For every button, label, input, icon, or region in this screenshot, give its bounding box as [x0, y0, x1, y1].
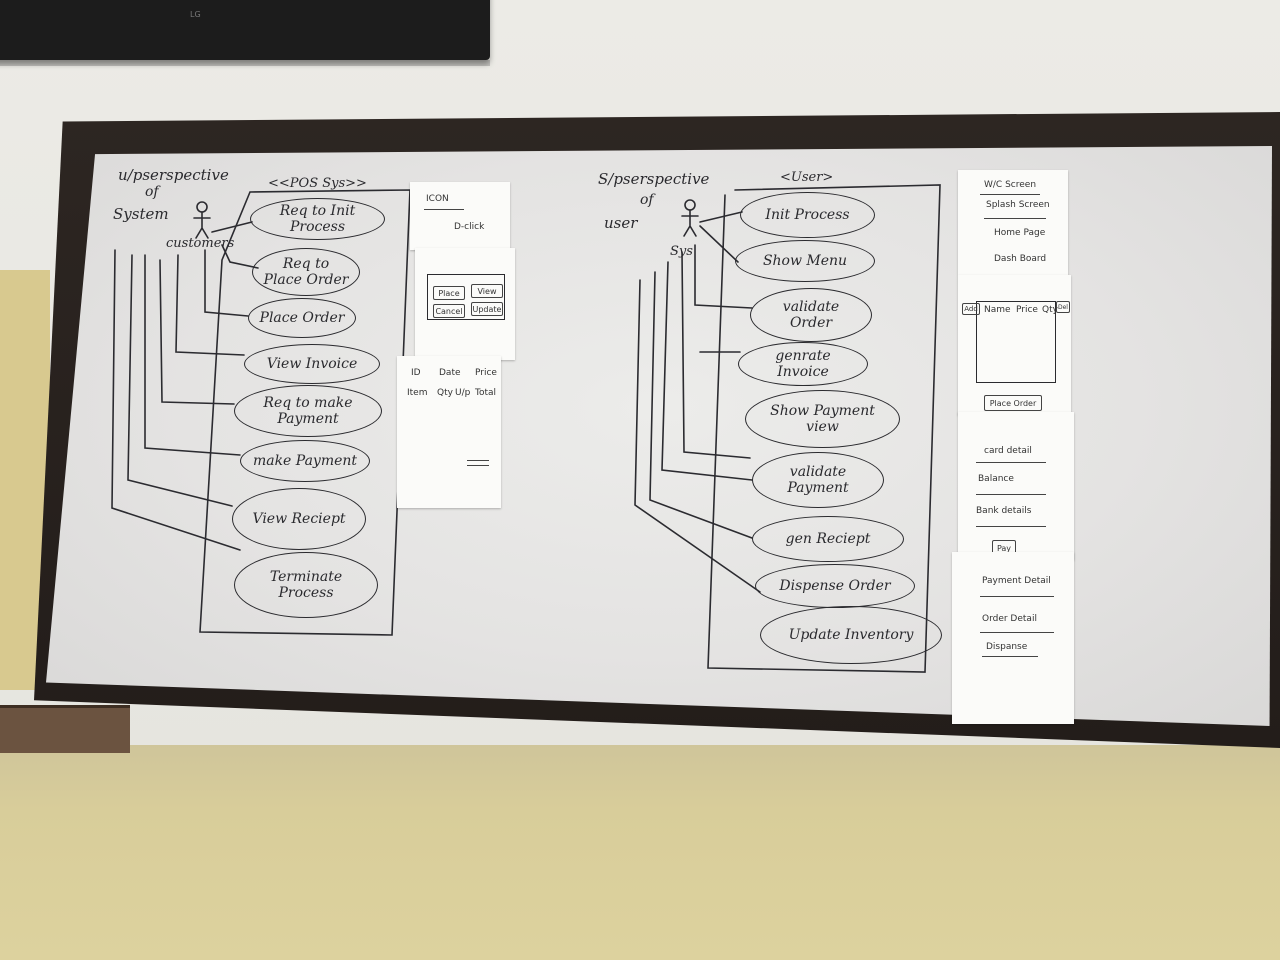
paper-text: D-click	[454, 222, 485, 232]
table-cell: Item	[407, 388, 428, 398]
paper-text: Home Page	[994, 228, 1046, 238]
use-case-init-process: Init Process	[740, 192, 875, 238]
paper-underline	[424, 209, 464, 210]
paper-underline	[976, 526, 1046, 527]
right-perspective-line-3: user	[604, 214, 638, 232]
table-header: ID	[411, 368, 421, 378]
right-perspective-line-1: S/pserspective	[598, 170, 710, 188]
mockup-panel	[427, 274, 505, 320]
paper-underline	[976, 462, 1046, 463]
use-case-genrate-invoice: genrate Invoice	[738, 342, 868, 386]
paper-payment-form: card detail Balance Bank details Pay	[958, 412, 1074, 560]
left-perspective-line-2: of	[145, 184, 159, 200]
right-perspective-line-2: of	[640, 192, 654, 208]
paper-text: Balance	[978, 474, 1014, 484]
use-case-validate-payment: validate Payment	[752, 452, 884, 508]
paper-text: Dash Board	[994, 254, 1047, 264]
paper-underline	[984, 218, 1046, 219]
use-case-req-place-order: Req to Place Order	[252, 248, 360, 296]
use-case-show-menu: Show Menu	[735, 240, 875, 282]
mockup-place-order-button: Place Order	[984, 395, 1042, 411]
shelf	[0, 705, 130, 753]
paper-underline	[976, 494, 1046, 495]
mockup-add-button: Add	[962, 303, 980, 315]
left-actor-label: customers	[166, 236, 235, 251]
paper-mark	[467, 460, 489, 461]
paper-invoice-table: ID Date Price Item Qty U/p Total	[397, 356, 501, 508]
paper-underline	[980, 194, 1040, 195]
paper-underline	[980, 596, 1054, 597]
table-header: Date	[439, 368, 461, 378]
left-perspective-line-3: System	[113, 205, 169, 223]
tv-logo: LG	[190, 10, 201, 19]
wall-lower	[0, 745, 1280, 960]
table-header: Qty	[1042, 305, 1058, 315]
right-system-title: <User>	[780, 170, 834, 185]
left-system-title: <<POS Sys>>	[268, 176, 367, 191]
paper-order-summary: Payment Detail Order Detail Dispanse	[952, 552, 1074, 724]
use-case-req-make-payment: Req to make Payment	[234, 385, 382, 437]
paper-text: Payment Detail	[982, 576, 1051, 586]
use-case-update-inventory: Update Inventory	[760, 606, 942, 664]
use-case-view-invoice: View Invoice	[244, 344, 380, 384]
paper-mockup-buttons: Place View Cancel Update	[415, 248, 515, 360]
mockup-place-button: Place	[433, 286, 465, 300]
paper-text: card detail	[984, 446, 1032, 456]
left-perspective-line-1: u/pserspective	[118, 166, 229, 184]
paper-text: ICON	[426, 194, 449, 204]
table-cell: U/p	[455, 388, 471, 398]
paper-text: Bank details	[976, 506, 1032, 516]
use-case-terminate-process: Terminate Process	[234, 552, 378, 618]
mockup-table	[976, 301, 1056, 383]
right-actor-label: Sys	[670, 244, 693, 259]
paper-note-icon: ICON D-click	[410, 182, 510, 250]
use-case-validate-order: validate Order	[750, 288, 872, 342]
paper-underline	[980, 632, 1054, 633]
mockup-cancel-button: Cancel	[433, 304, 465, 318]
television: LG	[0, 0, 490, 60]
table-header: Price	[1016, 305, 1038, 315]
table-header: Name	[984, 305, 1011, 315]
paper-text: Dispanse	[986, 642, 1028, 652]
mockup-view-button: View	[471, 284, 503, 298]
whiteboard	[46, 146, 1272, 726]
paper-underline	[982, 656, 1038, 657]
use-case-req-init-process: Req to Init Process	[250, 198, 385, 240]
tv-shadow	[0, 60, 490, 66]
paper-mark	[467, 465, 489, 466]
table-cell: Total	[475, 388, 497, 398]
use-case-show-payment-view: Show Payment view	[745, 390, 900, 448]
paper-menu-table: Add Name Price Qty Del Place Order	[958, 275, 1071, 415]
table-cell: Qty	[437, 388, 453, 398]
use-case-dispense-order: Dispense Order	[755, 564, 915, 608]
paper-text: Splash Screen	[986, 200, 1050, 210]
use-case-make-payment: make Payment	[240, 440, 370, 482]
mockup-update-button: Update	[471, 302, 503, 316]
paper-screens-list: W/C Screen Splash Screen Home Page Dash …	[958, 170, 1068, 275]
use-case-view-reciept: View Reciept	[232, 488, 366, 550]
paper-text: Order Detail	[982, 614, 1037, 624]
table-header: Price	[475, 368, 497, 378]
use-case-gen-reciept: gen Reciept	[752, 516, 904, 562]
mockup-del-button: Del	[1056, 301, 1070, 313]
paper-text: W/C Screen	[984, 180, 1037, 190]
use-case-place-order: Place Order	[248, 298, 356, 338]
